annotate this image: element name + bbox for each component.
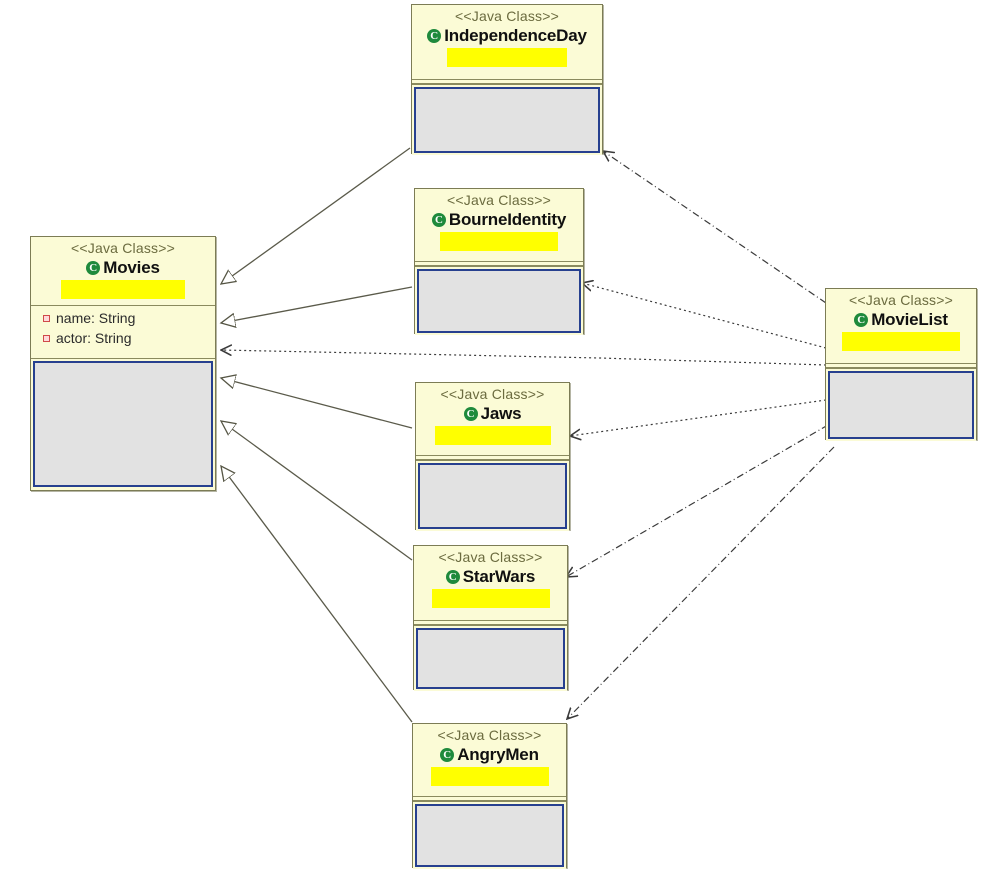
compartment-separator	[413, 796, 566, 801]
edge-movielist-independenceday	[603, 151, 827, 304]
compartment-separator	[416, 455, 569, 460]
redacted-package-bar	[842, 332, 960, 351]
class-name-label: BourneIdentity	[448, 210, 567, 229]
private-field-icon	[43, 334, 50, 342]
class-node-movielist[interactable]: <<Java Class>> C MovieList	[825, 288, 977, 441]
class-header-independenceday: <<Java Class>> C IndependenceDay	[412, 5, 602, 79]
redacted-package-bar	[440, 232, 558, 251]
edge-independenceday-movies	[221, 147, 411, 284]
operations-selection-box	[414, 87, 600, 153]
edge-movielist-jaws	[570, 399, 827, 436]
class-icon: C	[463, 406, 478, 421]
stereotype-label: <<Java Class>>	[447, 192, 551, 208]
edge-movielist-bourneidentity	[582, 283, 827, 349]
operations-selection-box	[828, 371, 974, 439]
operations-selection-box	[416, 628, 565, 689]
class-title-row: C AngryMen	[417, 744, 562, 765]
attributes-compartment-movies: name: String actor: String	[31, 305, 215, 358]
compartment-separator	[412, 79, 602, 84]
class-header-starwars: <<Java Class>> C StarWars	[414, 546, 567, 620]
class-node-angrymen[interactable]: <<Java Class>> C AngryMen	[412, 723, 567, 869]
class-title-row: C Movies	[35, 257, 211, 278]
operations-compartment-independenceday[interactable]	[412, 84, 602, 155]
class-title-row: C Jaws	[420, 403, 565, 424]
operations-compartment-angrymen[interactable]	[413, 801, 566, 869]
class-name-label: StarWars	[462, 567, 536, 586]
class-header-angrymen: <<Java Class>> C AngryMen	[413, 724, 566, 796]
edge-starwars-movies	[221, 421, 413, 561]
operations-selection-box	[33, 361, 213, 487]
attribute-row[interactable]: name: String	[31, 308, 215, 328]
class-icon: C	[86, 260, 101, 275]
class-title-row: C IndependenceDay	[416, 25, 598, 46]
redacted-package-bar	[61, 280, 185, 299]
operations-compartment-jaws[interactable]	[416, 460, 569, 531]
operations-compartment-movielist[interactable]	[826, 368, 976, 441]
attribute-row[interactable]: actor: String	[31, 328, 215, 348]
class-header-movielist: <<Java Class>> C MovieList	[826, 289, 976, 363]
class-node-bourneidentity[interactable]: <<Java Class>> C BourneIdentity	[414, 188, 584, 335]
class-icon: C	[440, 747, 455, 762]
stereotype-label: <<Java Class>>	[849, 292, 953, 308]
class-icon: C	[427, 28, 442, 43]
redacted-package-bar	[431, 589, 550, 608]
operations-selection-box	[415, 804, 564, 867]
class-header-jaws: <<Java Class>> C Jaws	[416, 383, 569, 455]
compartment-separator	[414, 620, 567, 625]
class-header-bourneidentity: <<Java Class>> C BourneIdentity	[415, 189, 583, 261]
stereotype-label: <<Java Class>>	[71, 240, 175, 256]
operations-compartment-starwars[interactable]	[414, 625, 567, 691]
class-icon: C	[431, 212, 446, 227]
generalization-edges	[221, 147, 413, 723]
class-icon: C	[854, 312, 869, 327]
edge-angrymen-movies	[221, 466, 413, 723]
operations-compartment-bourneidentity[interactable]	[415, 266, 583, 335]
stereotype-label: <<Java Class>>	[455, 8, 559, 24]
attribute-label: actor: String	[56, 330, 132, 346]
edge-movielist-starwars	[566, 424, 829, 577]
class-title-row: C MovieList	[830, 309, 972, 330]
redacted-package-bar	[447, 48, 567, 67]
edge-movielist-angrymen	[567, 446, 835, 719]
stereotype-label: <<Java Class>>	[437, 727, 542, 743]
class-name-label: Movies	[103, 258, 160, 277]
class-name-label: MovieList	[871, 310, 948, 329]
operations-selection-box	[417, 269, 581, 333]
class-name-label: Jaws	[480, 404, 522, 423]
class-name-label: IndependenceDay	[444, 26, 587, 45]
class-title-row: C StarWars	[418, 566, 563, 587]
edge-bourneidentity-movies	[221, 286, 413, 323]
class-icon: C	[445, 569, 460, 584]
redacted-package-bar	[434, 426, 551, 445]
compartment-separator	[415, 261, 583, 266]
stereotype-label: <<Java Class>>	[438, 549, 543, 565]
redacted-package-bar	[430, 767, 549, 786]
class-node-starwars[interactable]: <<Java Class>> C StarWars	[413, 545, 568, 691]
class-name-label: AngryMen	[457, 745, 539, 764]
edge-jaws-movies	[221, 378, 413, 429]
class-node-independenceday[interactable]: <<Java Class>> C IndependenceDay	[411, 4, 603, 155]
class-node-movies[interactable]: <<Java Class>> C Movies name: String act…	[30, 236, 216, 491]
class-header-movies: <<Java Class>> C Movies	[31, 237, 215, 305]
operations-compartment-movies[interactable]	[31, 358, 215, 489]
class-node-jaws[interactable]: <<Java Class>> C Jaws	[415, 382, 570, 531]
private-field-icon	[43, 314, 50, 322]
operations-selection-box	[418, 463, 567, 529]
class-title-row: C BourneIdentity	[419, 209, 579, 230]
stereotype-label: <<Java Class>>	[440, 386, 545, 402]
attribute-label: name: String	[56, 310, 136, 326]
edge-movielist-movies	[221, 350, 827, 366]
compartment-separator	[826, 363, 976, 368]
